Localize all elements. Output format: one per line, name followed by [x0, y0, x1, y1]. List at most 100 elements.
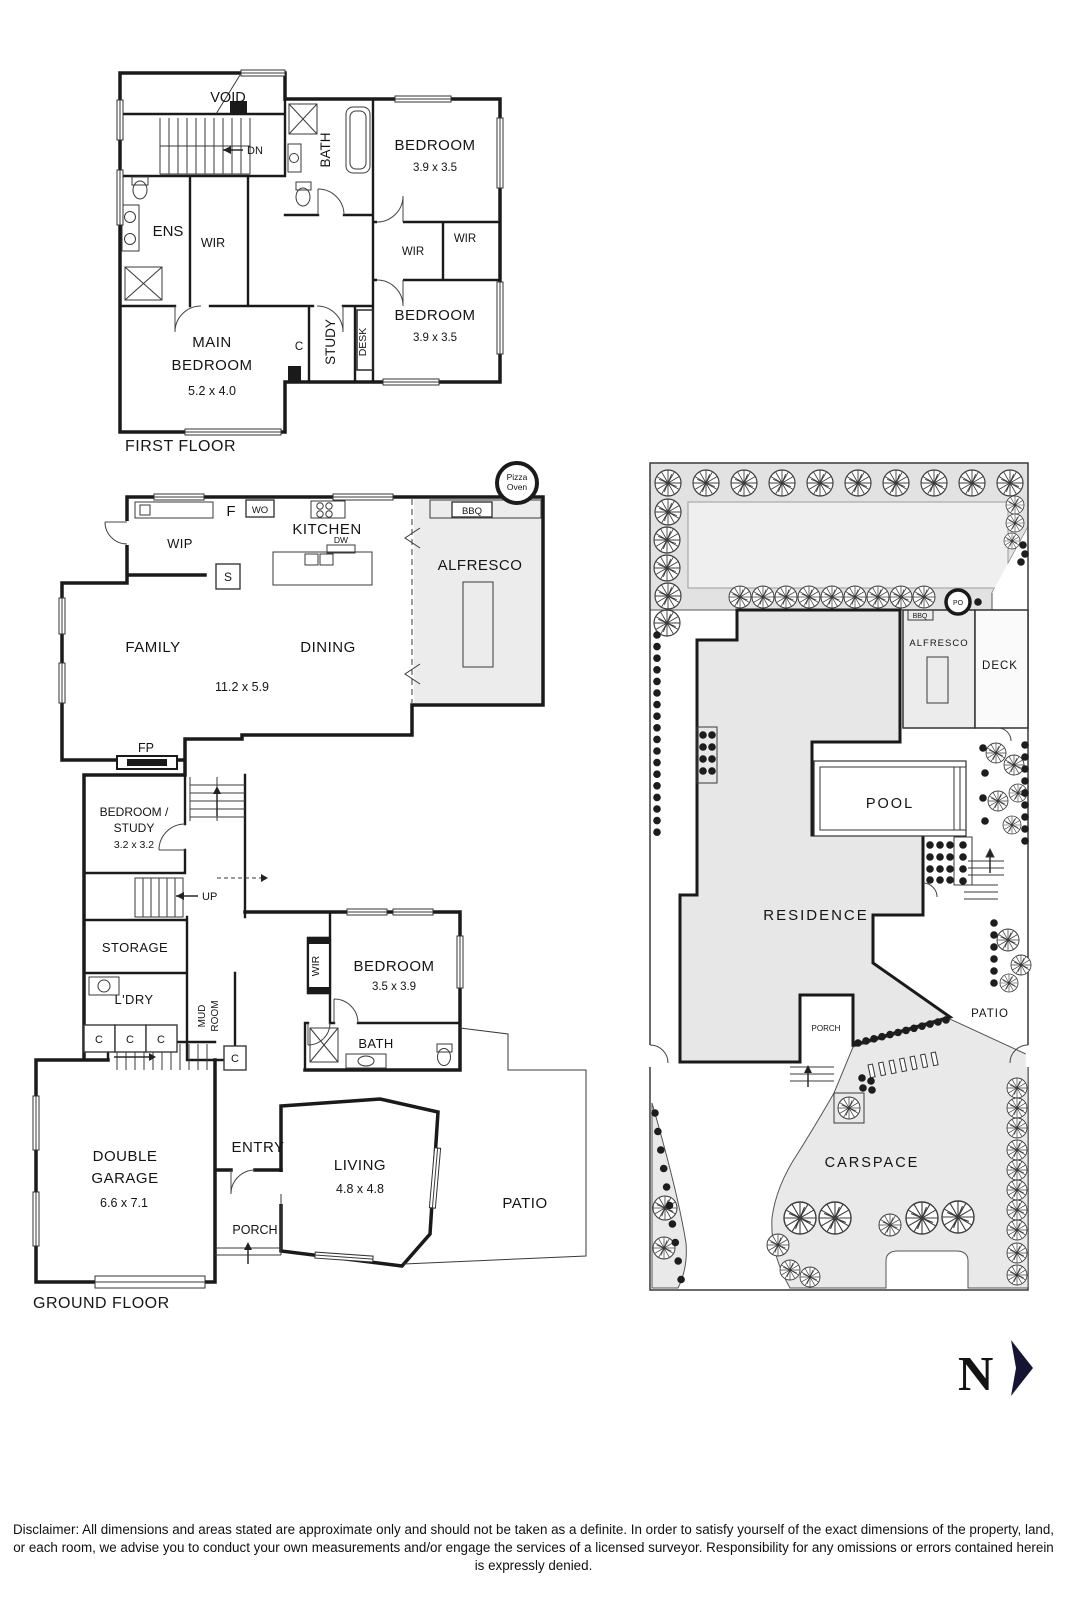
label-bedroom-top: BEDROOM — [394, 137, 475, 154]
label-bedroom-gf: BEDROOM — [353, 958, 434, 975]
north-arrow: N — [958, 1340, 1033, 1401]
gf-fittings — [83, 976, 247, 1071]
label-patio-gf: PATIO — [502, 1195, 547, 1212]
label-void: VOID — [210, 90, 245, 106]
label-bath-gf: BATH — [358, 1036, 393, 1051]
label-kitchen: KITCHEN — [292, 521, 361, 538]
label-site-deck: DECK — [982, 660, 1018, 672]
label-wall-oven: WO — [252, 505, 268, 516]
ff-windows — [116, 69, 504, 436]
gf-patio-boundary — [403, 1027, 587, 1265]
label-bedroom-study-dims: 3.2 x 3.2 — [114, 839, 154, 851]
label-hall-closet: C — [231, 1053, 239, 1065]
label-ens: ENS — [153, 223, 184, 240]
svg-text:PO: PO — [953, 600, 964, 607]
label-study: STUDY — [323, 319, 338, 365]
label-bedroom-bottom: BEDROOM — [394, 307, 475, 324]
label-family-dining-dims: 11.2 x 5.9 — [215, 680, 269, 694]
ground-floor-caption: GROUND FLOOR — [33, 1295, 170, 1312]
label-site-pool: POOL — [866, 796, 914, 812]
ff-inner-walls — [118, 97, 502, 384]
label-closet-1: C — [95, 1034, 103, 1046]
gf-stairs — [134, 777, 268, 918]
label-site-alfresco: ALFRESCO — [909, 638, 968, 649]
ff-outer-walls — [118, 71, 502, 434]
label-storage: STORAGE — [102, 940, 168, 955]
label-alfresco-gf: ALFRESCO — [438, 557, 523, 574]
label-site-carspace: CARSPACE — [825, 1155, 920, 1171]
label-garage-dims: 6.6 x 7.1 — [100, 1196, 148, 1210]
label-bedroom-study-2: STUDY — [114, 821, 155, 835]
site-porch — [790, 1065, 865, 1124]
north-pointer-icon — [1011, 1340, 1033, 1396]
label-dining: DINING — [300, 639, 356, 656]
site-boundary — [649, 462, 1029, 1291]
paver-row — [867, 1051, 939, 1079]
label-ldry: L'DRY — [115, 992, 154, 1007]
label-main-bedroom-dims: 5.2 x 4.0 — [188, 384, 236, 398]
label-wir-gf: WIR — [310, 955, 322, 976]
label-garage-2: GARAGE — [91, 1170, 158, 1187]
label-up: UP — [202, 891, 217, 903]
label-wip: WIP — [167, 536, 193, 551]
label-wir-left: WIR — [402, 246, 424, 258]
site-alfresco — [902, 609, 976, 729]
ground-floor-plan: Pizza Oven — [32, 461, 587, 1289]
wir-strip — [306, 936, 332, 995]
label-porch-gf: PORCH — [232, 1223, 277, 1237]
ff-doors — [174, 188, 404, 333]
bathroom-fixtures — [287, 103, 371, 207]
label-fp: FP — [138, 741, 154, 755]
gf-alfresco-area — [414, 499, 541, 703]
label-entry: ENTRY — [231, 1139, 284, 1156]
fireplace-icon — [116, 755, 178, 770]
label-site-residence: RESIDENCE — [763, 907, 869, 924]
first-floor-plan: VOID DN BATH BEDROOM 3.9 x 3.5 ENS WIR W… — [116, 69, 504, 436]
site-plan: PO BBQ ALFRESCO DECK POOL — [647, 462, 1032, 1291]
label-dw: DW — [334, 535, 348, 545]
label-mud-room-1: MUD — [197, 1005, 208, 1028]
ensuite-fixtures — [121, 176, 163, 301]
label-bedroom-bottom-dims: 3.9 x 3.5 — [413, 332, 457, 344]
svg-text:Pizza: Pizza — [507, 472, 528, 482]
label-site-patio: PATIO — [971, 1008, 1009, 1020]
north-label: N — [958, 1346, 993, 1401]
label-mud-room-2: ROOM — [210, 1000, 221, 1031]
pool — [813, 760, 967, 837]
porch-steps — [215, 1194, 282, 1264]
label-garage-1: DOUBLE — [93, 1148, 158, 1165]
label-bbq-gf: BBQ — [462, 506, 482, 517]
pool-steps — [922, 727, 1012, 900]
garage-stairs — [114, 1044, 208, 1070]
label-wir-right: WIR — [454, 233, 476, 245]
label-sink: S — [224, 570, 232, 584]
disclaimer-text: Disclaimer: All dimensions and areas sta… — [12, 1522, 1055, 1573]
label-bedroom-study-1: BEDROOM / — [100, 805, 169, 819]
label-site-porch: PORCH — [812, 1024, 841, 1033]
gf-bath-fixtures — [309, 1027, 453, 1069]
label-living-dims: 4.8 x 4.8 — [336, 1182, 384, 1196]
label-wir-main: WIR — [201, 236, 225, 250]
label-closet-3: C — [157, 1034, 165, 1046]
label-closet-2: C — [126, 1034, 134, 1046]
label-dn: DN — [247, 145, 263, 157]
svg-text:Oven: Oven — [507, 482, 528, 492]
first-floor-caption: FIRST FLOOR — [125, 438, 236, 455]
label-bedroom-gf-dims: 3.5 x 3.9 — [372, 981, 416, 993]
label-main-bedroom-1: MAIN — [192, 334, 232, 351]
site-deck — [974, 609, 1029, 729]
site-pizza-oven-icon: PO — [944, 588, 972, 616]
dn-arrow-icon — [223, 146, 231, 154]
gf-doors — [104, 521, 359, 1195]
label-living: LIVING — [334, 1157, 386, 1174]
label-desk: DESK — [357, 328, 369, 357]
ff-stairs — [159, 74, 251, 175]
kitchen-fittings — [134, 499, 542, 590]
label-site-bbq: BBQ — [913, 613, 928, 620]
label-main-bedroom-2: BEDROOM — [171, 357, 252, 374]
label-bedroom-top-dims: 3.9 x 3.5 — [413, 162, 457, 174]
gf-windows — [32, 493, 464, 1289]
label-family: FAMILY — [125, 639, 180, 656]
pizza-oven-icon: Pizza Oven — [495, 461, 539, 505]
